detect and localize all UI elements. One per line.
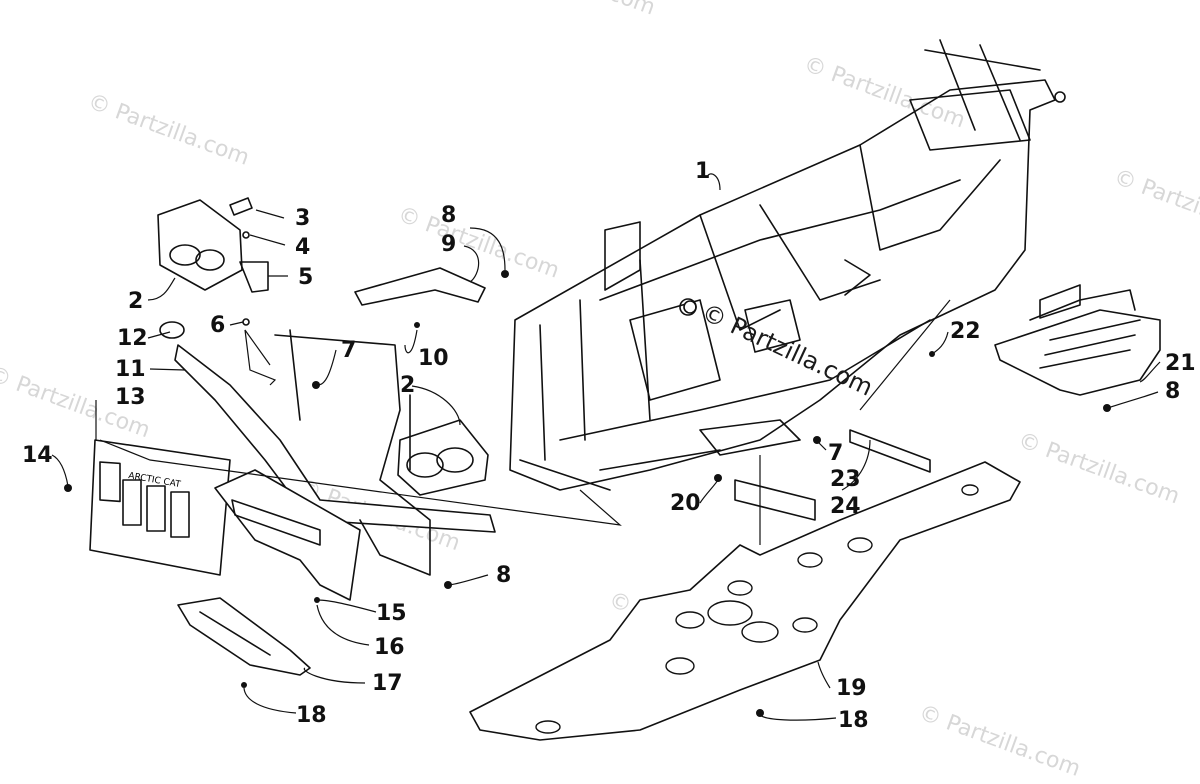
watermark: © Partzilla.com bbox=[1015, 428, 1183, 510]
callout-11: 11 bbox=[115, 357, 146, 382]
watermark: © Partzilla.com bbox=[800, 52, 968, 134]
callout-19: 19 bbox=[836, 676, 867, 701]
front-rack-brace bbox=[354, 267, 486, 306]
callout-7-front: 7 bbox=[341, 338, 356, 363]
callout-5: 5 bbox=[298, 265, 313, 290]
callout-20: 20 bbox=[670, 491, 701, 516]
center-watermark-text: © Partzilla.com bbox=[697, 298, 877, 402]
front-guard bbox=[214, 469, 361, 601]
callout-13: 13 bbox=[115, 385, 146, 410]
fasteners bbox=[64, 270, 1111, 717]
watermark: © Partzilla.com bbox=[84, 89, 252, 171]
callout-22: 22 bbox=[950, 319, 981, 344]
skid-plate bbox=[469, 461, 1021, 741]
callout-16: 16 bbox=[374, 635, 405, 660]
callout-17: 17 bbox=[372, 671, 403, 696]
watermark: © Partzilla.com bbox=[394, 202, 562, 284]
callout-6: 6 bbox=[210, 313, 225, 338]
headlight-left bbox=[157, 199, 243, 291]
callout-2-right: 2 bbox=[400, 373, 415, 398]
callout-21: 21 bbox=[1165, 351, 1196, 376]
callout-8-footrest: 8 bbox=[1165, 379, 1180, 404]
main-frame bbox=[509, 39, 1066, 491]
callout-3: 3 bbox=[295, 206, 310, 231]
callout-24: 24 bbox=[830, 494, 861, 519]
callout-8-bumper: 8 bbox=[496, 563, 511, 588]
callout-4: 4 bbox=[295, 235, 310, 260]
watermark: © Partzilla.com bbox=[490, 0, 658, 21]
callout-14: 14 bbox=[22, 443, 53, 468]
callout-18-right: 18 bbox=[838, 708, 869, 733]
callout-1: 1 bbox=[695, 159, 710, 184]
front-grille: ARCTIC CAT bbox=[89, 439, 231, 576]
callout-7-frame: 7 bbox=[828, 441, 843, 466]
leader-lines bbox=[51, 173, 1161, 721]
front-skid bbox=[177, 597, 311, 676]
callout-15: 15 bbox=[376, 601, 407, 626]
callout-2-left: 2 bbox=[128, 289, 143, 314]
footrest bbox=[994, 284, 1161, 396]
callout-12: 12 bbox=[117, 326, 148, 351]
headlight-right bbox=[397, 419, 489, 496]
callout-10: 10 bbox=[418, 346, 449, 371]
watermark: © Partzilla.com bbox=[916, 700, 1084, 782]
watermark: © Partzilla.com bbox=[1110, 165, 1200, 247]
callout-8-top: 8 bbox=[441, 203, 456, 228]
center-watermark: © Partzilla.com bbox=[679, 298, 877, 402]
callout-23: 23 bbox=[830, 467, 861, 492]
callout-labels: 1 2 2 3 4 5 6 7 7 8 8 8 9 10 11 12 13 14… bbox=[22, 159, 1196, 733]
bumper bbox=[159, 321, 496, 576]
callout-9: 9 bbox=[441, 232, 456, 257]
callout-18-left: 18 bbox=[296, 703, 327, 728]
